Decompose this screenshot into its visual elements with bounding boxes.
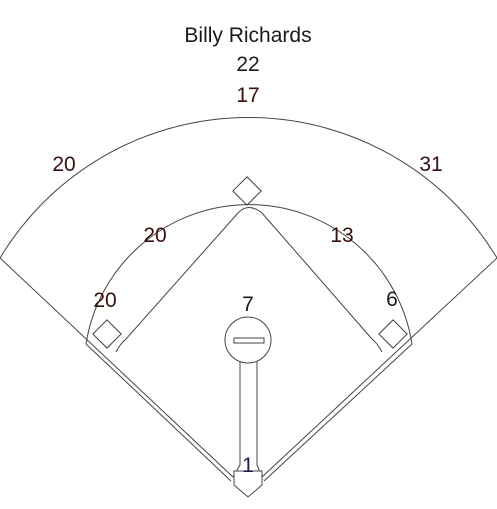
second-base-cutout	[237, 207, 263, 214]
left-foul-line	[0, 257, 234, 478]
infield-arc	[85, 204, 413, 345]
player-name: Billy Richards	[184, 24, 311, 47]
third-base-value: 20	[93, 289, 116, 312]
first-base	[378, 319, 408, 349]
first-base-value: 6	[386, 288, 398, 311]
left-foul-line-inner	[85, 343, 232, 482]
third-base-cutout	[115, 338, 127, 353]
catcher-value: 1	[242, 454, 254, 477]
right-field-value: 31	[419, 153, 442, 176]
second-base-value: 13	[330, 224, 353, 247]
right-foul-line-inner	[263, 343, 413, 482]
pitcher-value: 7	[242, 293, 254, 316]
pitchers-rubber	[233, 337, 265, 344]
second-base	[232, 176, 262, 206]
third-to-second-path	[125, 212, 239, 340]
player-jersey-number: 22	[236, 53, 259, 76]
outfield-fence	[0, 117, 497, 259]
center-field-value: 17	[236, 84, 259, 107]
first-base-cutout	[371, 338, 383, 353]
second-to-first-path	[261, 212, 373, 340]
third-base	[92, 319, 122, 349]
right-foul-line	[261, 257, 497, 478]
left-field-value: 20	[52, 153, 75, 176]
home-plate	[233, 470, 263, 498]
shortstop-value: 20	[143, 224, 166, 247]
